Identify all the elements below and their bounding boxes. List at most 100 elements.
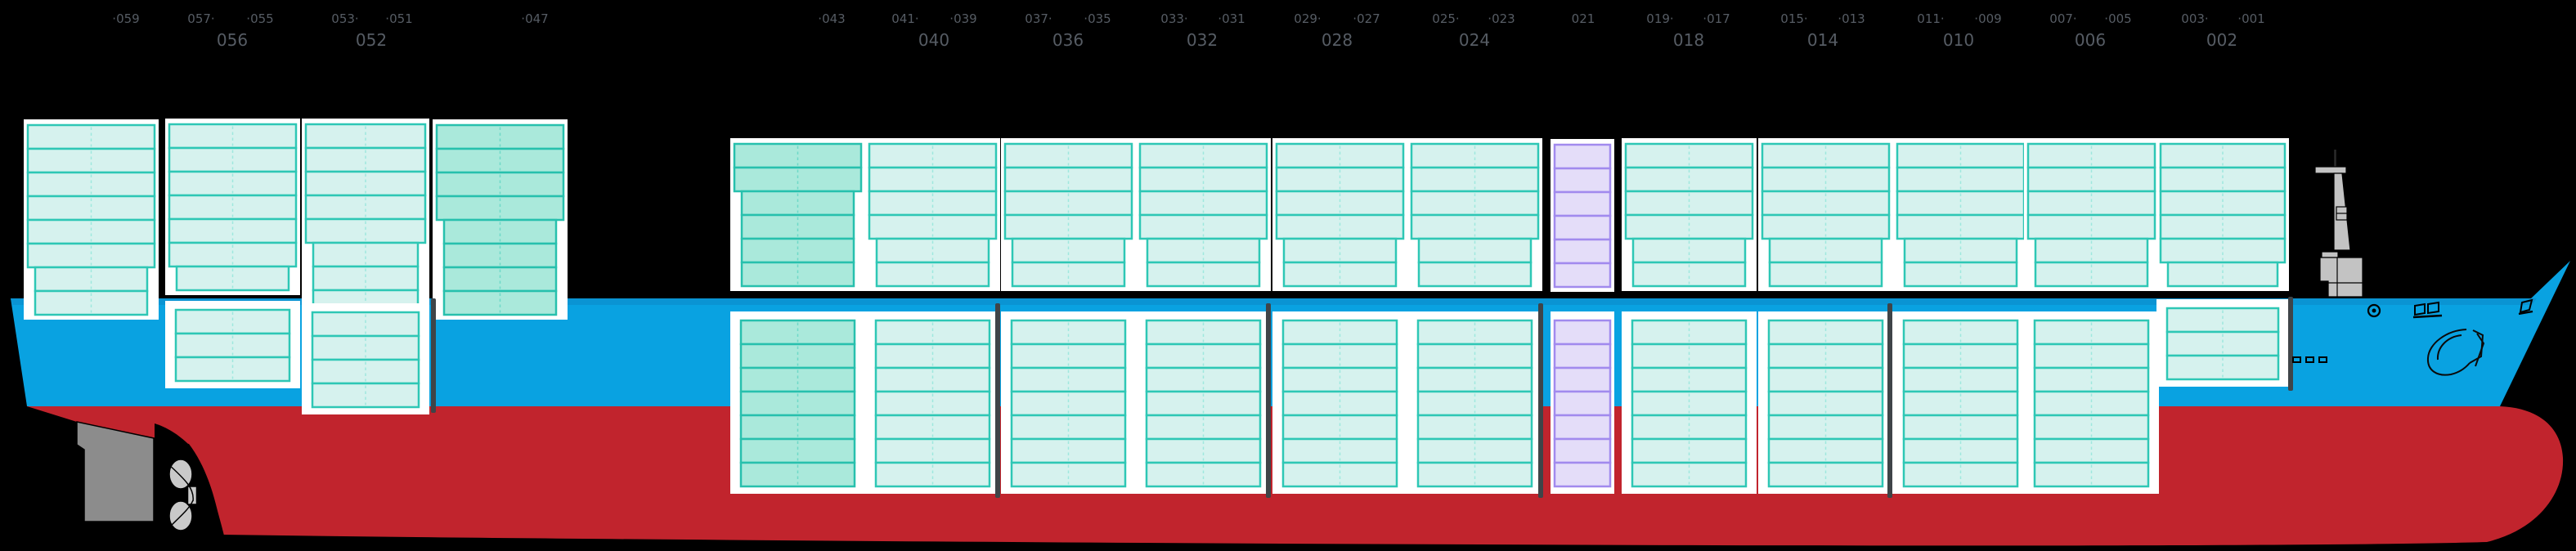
bay-label-odd-019: 019· — [1646, 11, 1673, 26]
container-slot[interactable] — [1553, 238, 1612, 265]
bay-002 — [2156, 138, 2289, 387]
bay-label-forty-006: 006 — [2075, 30, 2106, 50]
bay-label-forty-056: 056 — [217, 30, 248, 50]
windlass-icon — [2412, 301, 2443, 319]
bay-label-odd-009: ·009 — [1974, 11, 2001, 26]
bay-label-odd-059: ·059 — [112, 11, 139, 26]
foremast — [2314, 150, 2363, 298]
windlass-box-2 — [2427, 301, 2439, 315]
bay-010 — [1893, 138, 2028, 494]
container-slot[interactable] — [1553, 214, 1612, 241]
bay-label-forty-018: 018 — [1673, 30, 1704, 50]
bow-flag-base — [2518, 310, 2533, 316]
bay-label-odd-053: 053· — [331, 11, 358, 26]
bay-label-odd-031: ·031 — [1218, 11, 1245, 26]
container-slot[interactable] — [1553, 143, 1612, 170]
container-slot[interactable] — [1553, 366, 1612, 393]
bay-059 — [24, 119, 159, 320]
bay-label-odd-051: ·051 — [385, 11, 412, 26]
bay-label-odd-017: ·017 — [1703, 11, 1730, 26]
bulkhead-bar — [1887, 303, 1892, 498]
bay-040 — [865, 138, 1000, 494]
bay-label-odd-003: 003· — [2181, 11, 2208, 26]
propeller-blade-outline — [167, 463, 194, 529]
bulkhead-bar — [2288, 297, 2293, 391]
bay-056 — [165, 119, 300, 388]
windlass-base-line — [2412, 314, 2443, 319]
anchor-icon — [2426, 329, 2485, 376]
bay-014 — [1758, 138, 1893, 494]
bay-043 — [730, 138, 865, 494]
bay-label-forty-032: 032 — [1187, 30, 1218, 50]
fairlead-icon-center — [2372, 308, 2376, 313]
bay-label-odd-013: ·013 — [1838, 11, 1865, 26]
bay-label-odd-033: 033· — [1160, 11, 1187, 26]
bulkhead-bar — [1538, 303, 1543, 498]
bulkhead-bar — [995, 303, 1000, 498]
container-slot[interactable] — [1553, 390, 1612, 417]
bay-label-forty-052: 052 — [356, 30, 387, 50]
bay-label-odd-001: ·001 — [2237, 11, 2264, 26]
bay-label-odd-055: ·055 — [246, 11, 273, 26]
bay-label-odd-027: ·027 — [1353, 11, 1380, 26]
bay-label-forty-010: 010 — [1943, 30, 1974, 50]
bay-047 — [433, 119, 568, 320]
container-slot[interactable] — [1553, 262, 1612, 289]
propeller-hub — [186, 486, 198, 505]
mast-platform — [2321, 251, 2339, 258]
draft-marks — [2292, 356, 2327, 363]
mast-house — [2319, 257, 2363, 298]
bay-label-forty-028: 028 — [1322, 30, 1353, 50]
bay-024 — [1407, 138, 1542, 494]
container-slot[interactable] — [1553, 461, 1612, 488]
bay-032 — [1136, 138, 1271, 494]
draft-mark — [2305, 356, 2314, 363]
mast-yard — [2314, 166, 2347, 174]
anchor-fluke-2 — [2475, 333, 2485, 367]
container-slot[interactable] — [1145, 461, 1262, 488]
bay-label-odd-007: 007· — [2049, 11, 2076, 26]
bay-label-odd-043: ·043 — [818, 11, 845, 26]
container-slot[interactable] — [1553, 167, 1612, 194]
bay-label-forty-024: 024 — [1459, 30, 1490, 50]
bay-018 — [1622, 138, 1757, 494]
container-slot[interactable] — [1553, 190, 1612, 217]
bay-label-forty-036: 036 — [1052, 30, 1084, 50]
bay-021 — [1551, 139, 1614, 494]
bay-label-odd-057: 057· — [187, 11, 214, 26]
draft-mark — [2318, 356, 2327, 363]
bay-label-odd-005: ·005 — [2104, 11, 2131, 26]
bay-036 — [1001, 138, 1136, 494]
sheer-strake-line — [11, 298, 2537, 305]
bay-006 — [2024, 138, 2159, 494]
draft-mark — [2292, 356, 2301, 363]
bay-label-forty-040: 040 — [918, 30, 949, 50]
rudder — [76, 421, 155, 522]
bay-label-odd-025: 025· — [1432, 11, 1459, 26]
bay-label-odd-011: 011· — [1917, 11, 1944, 26]
windlass-box-1 — [2414, 302, 2426, 316]
container-slot[interactable] — [1553, 437, 1612, 464]
bay-label-odd-029: 029· — [1294, 11, 1321, 26]
bay-label-forty-002: 002 — [2206, 30, 2237, 50]
container-slot[interactable] — [1553, 319, 1612, 346]
bays-layer — [24, 119, 2289, 494]
bay-label-odd-047: ·047 — [521, 11, 548, 26]
bay-label-odd-023: ·023 — [1488, 11, 1515, 26]
stern-gear-layer — [76, 421, 198, 531]
anchor-inner-curve — [2436, 334, 2462, 361]
bay-052 — [302, 119, 429, 414]
fairlead-icon — [2367, 303, 2381, 318]
container-slot[interactable] — [1553, 343, 1612, 370]
bulkheads-layer — [431, 297, 2293, 498]
bow-flag-mark — [2518, 298, 2533, 316]
bay-label-forty-014: 014 — [1807, 30, 1838, 50]
bay-label-odd-035: ·035 — [1084, 11, 1111, 26]
bay-label-odd-041: 041· — [891, 11, 918, 26]
container-slot[interactable] — [1553, 414, 1612, 441]
propeller — [167, 459, 198, 531]
bulkhead-bar — [431, 298, 436, 413]
